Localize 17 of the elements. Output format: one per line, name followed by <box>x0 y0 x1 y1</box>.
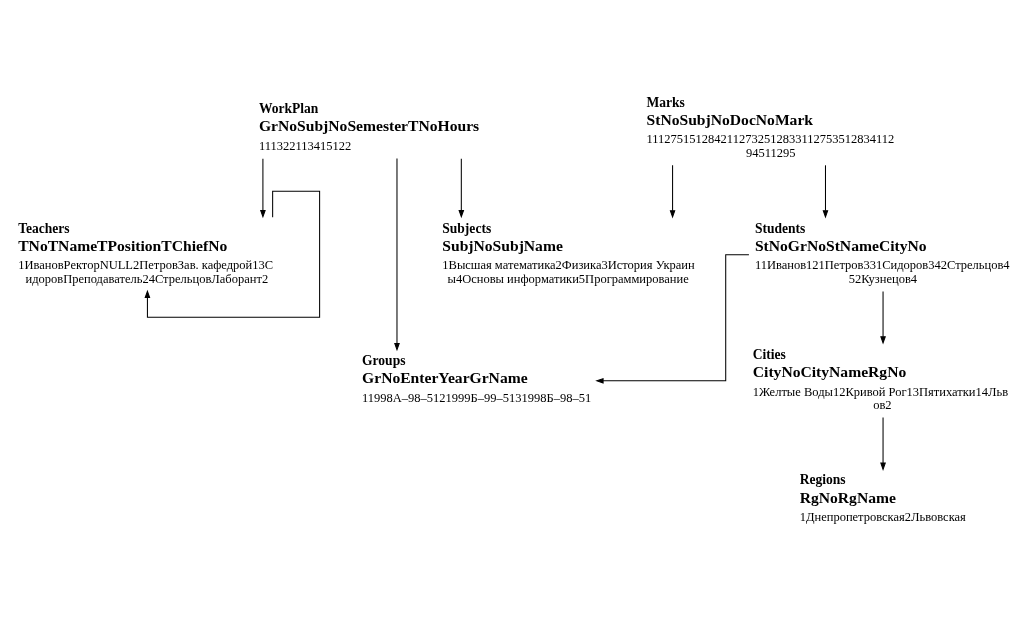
node-text: Groups GrNoEnterYearGrName 11998А–98–5121999Б–99–5131998Б–98–51 <box>362 352 592 405</box>
arrow <box>595 253 750 384</box>
arrow <box>260 157 266 218</box>
arrow <box>458 157 465 218</box>
arrow <box>144 190 321 318</box>
arrow <box>880 290 886 345</box>
arrow <box>669 164 676 218</box>
arrow <box>394 157 400 351</box>
node-text: Students StNoGrNoStNameCityNo 11Иванов121Петров331Сидоров342Стрельцов452Кузнецов4 <box>754 220 1010 286</box>
node-text: WorkPlan GrNoSubjNoSemesterTNoHours 111322113415122 <box>258 100 480 153</box>
node-text: Cities CityNoCityNameRgNo 1Желтые Воды12Кривой Рог13Пятихатки14Львов2 <box>752 346 1009 412</box>
node-text: Subjects SubjNoSubjName 1Высшая математика2Физика3История Украины4Основы информатики5Программирование <box>442 220 695 286</box>
node-text: Regions RgNoRgName 1Днепропетровская2Львовская <box>799 471 966 524</box>
node-text: Teachers TNoTNameTPositionTChiefNo 1ИвановРекторNULL2ПетровЗав. кафедрой13СидоровПреподаватель24СтрельцовЛаборант2 <box>18 220 274 286</box>
node-text: Marks StNoSubjNoDocNoMark 111275151284211273251283311275351283411294511295 <box>646 94 895 160</box>
arrow <box>822 164 829 218</box>
arrow <box>880 416 886 471</box>
